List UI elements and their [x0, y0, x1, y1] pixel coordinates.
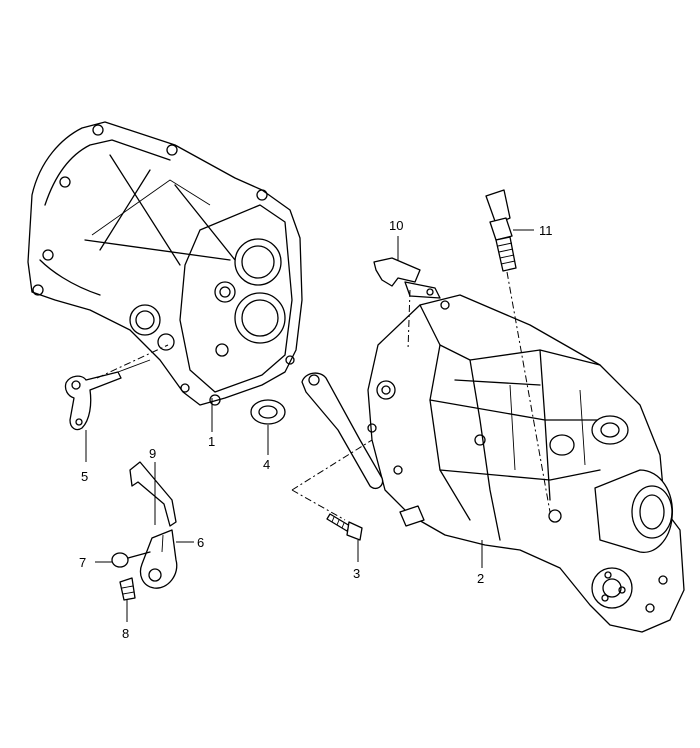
shift-arm: [301, 372, 384, 490]
callout-2: 2: [477, 571, 484, 586]
seal-ring-part: [250, 399, 286, 425]
callout-6: 6: [197, 535, 204, 550]
callout-8: 8: [122, 626, 129, 641]
lever-part: [139, 529, 178, 589]
assembly-lines: [96, 271, 551, 521]
callout-3: 3: [353, 566, 360, 581]
sensor-part: [485, 189, 517, 272]
bolt-part: [326, 513, 363, 541]
bracket-bolt-part: [64, 359, 151, 431]
callout-5: 5: [81, 469, 88, 484]
callout-10: 10: [389, 218, 403, 233]
callouts: 1 2 3 4 5 6 7 8 9 10 11: [79, 218, 553, 641]
spring-clip-part: [129, 461, 177, 527]
callout-11: 11: [539, 223, 553, 238]
leader-lines: [85, 229, 534, 622]
small-clip-part: [119, 577, 136, 601]
callout-1: 1: [208, 434, 215, 449]
bell-housing-part: [27, 121, 303, 406]
sensor-bracket-part: [373, 257, 441, 299]
callout-4: 4: [263, 457, 270, 472]
callout-7: 7: [79, 555, 86, 570]
gearbox-housing-part: [367, 294, 685, 633]
nut-part: [111, 551, 151, 568]
callout-9: 9: [149, 446, 156, 461]
